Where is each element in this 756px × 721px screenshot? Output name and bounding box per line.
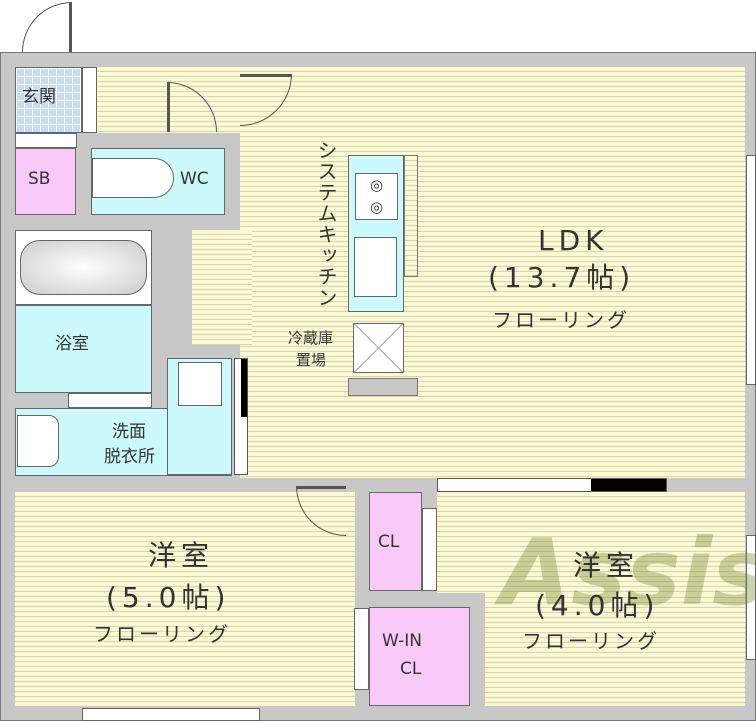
closet-label: CL	[378, 532, 400, 552]
walk-in-closet[interactable]	[369, 607, 470, 706]
walk-in-label-2: CL	[400, 659, 422, 679]
bathroom	[15, 305, 152, 393]
stove-icon: ◎◎	[355, 173, 398, 220]
window-bottom	[82, 708, 260, 721]
bath-door	[68, 393, 152, 408]
entrance-door[interactable]	[22, 2, 72, 52]
room1-name: 洋室	[148, 539, 215, 572]
entrance-area	[15, 67, 82, 133]
room1-size: (5.0帖)	[106, 581, 231, 614]
room2-size: (4.0帖)	[535, 589, 660, 622]
hall-strip	[15, 133, 77, 148]
kitchen-sink-icon	[354, 237, 397, 297]
room1-floor	[15, 492, 355, 706]
room2-sliding-door[interactable]	[437, 478, 667, 492]
entrance-step	[82, 67, 97, 133]
room2-name: 洋室	[573, 549, 640, 582]
bathtub-basin	[20, 240, 147, 295]
watermark: Assist	[500, 519, 756, 626]
fridge-label-1: 冷蔵庫	[288, 329, 334, 347]
ldk-floor-left	[192, 230, 252, 345]
shoe-box-label: SB	[28, 169, 51, 189]
room2-floor-label: フローリング	[522, 629, 660, 653]
ldk-floor-main	[240, 67, 745, 478]
ldk-size: (13.7帖)	[488, 261, 636, 294]
fridge-space	[353, 323, 404, 373]
kitchen-wall	[348, 378, 418, 396]
bathroom-label: 浴室	[55, 334, 89, 354]
room1-floor-label: フローリング	[93, 622, 231, 646]
closet[interactable]	[369, 492, 422, 591]
kitchen-bar	[404, 155, 418, 277]
walk-in-door	[354, 608, 369, 690]
room2-floor-lower	[485, 593, 745, 706]
ldk-name: LDK	[538, 224, 609, 257]
sink-icon	[17, 415, 59, 467]
closet-door	[422, 508, 437, 591]
washing-machine-icon	[178, 362, 222, 406]
washroom-sliding-door[interactable]	[234, 358, 248, 475]
toilet-icon	[92, 158, 174, 198]
window-right	[746, 155, 756, 385]
walk-in-label-1: W-IN	[382, 631, 422, 651]
kitchen-label: システムキッチン	[314, 140, 338, 308]
shoe-box[interactable]	[15, 148, 76, 215]
ldk-floor-label: フローリング	[492, 308, 630, 332]
entrance-label: 玄関	[22, 87, 56, 107]
fridge-label-2: 置場	[296, 351, 327, 369]
toilet-label: WC	[180, 169, 209, 189]
room2-floor	[437, 492, 745, 593]
washroom-label-2: 脱衣所	[104, 447, 155, 467]
washroom-label-1: 洗面	[112, 422, 146, 442]
